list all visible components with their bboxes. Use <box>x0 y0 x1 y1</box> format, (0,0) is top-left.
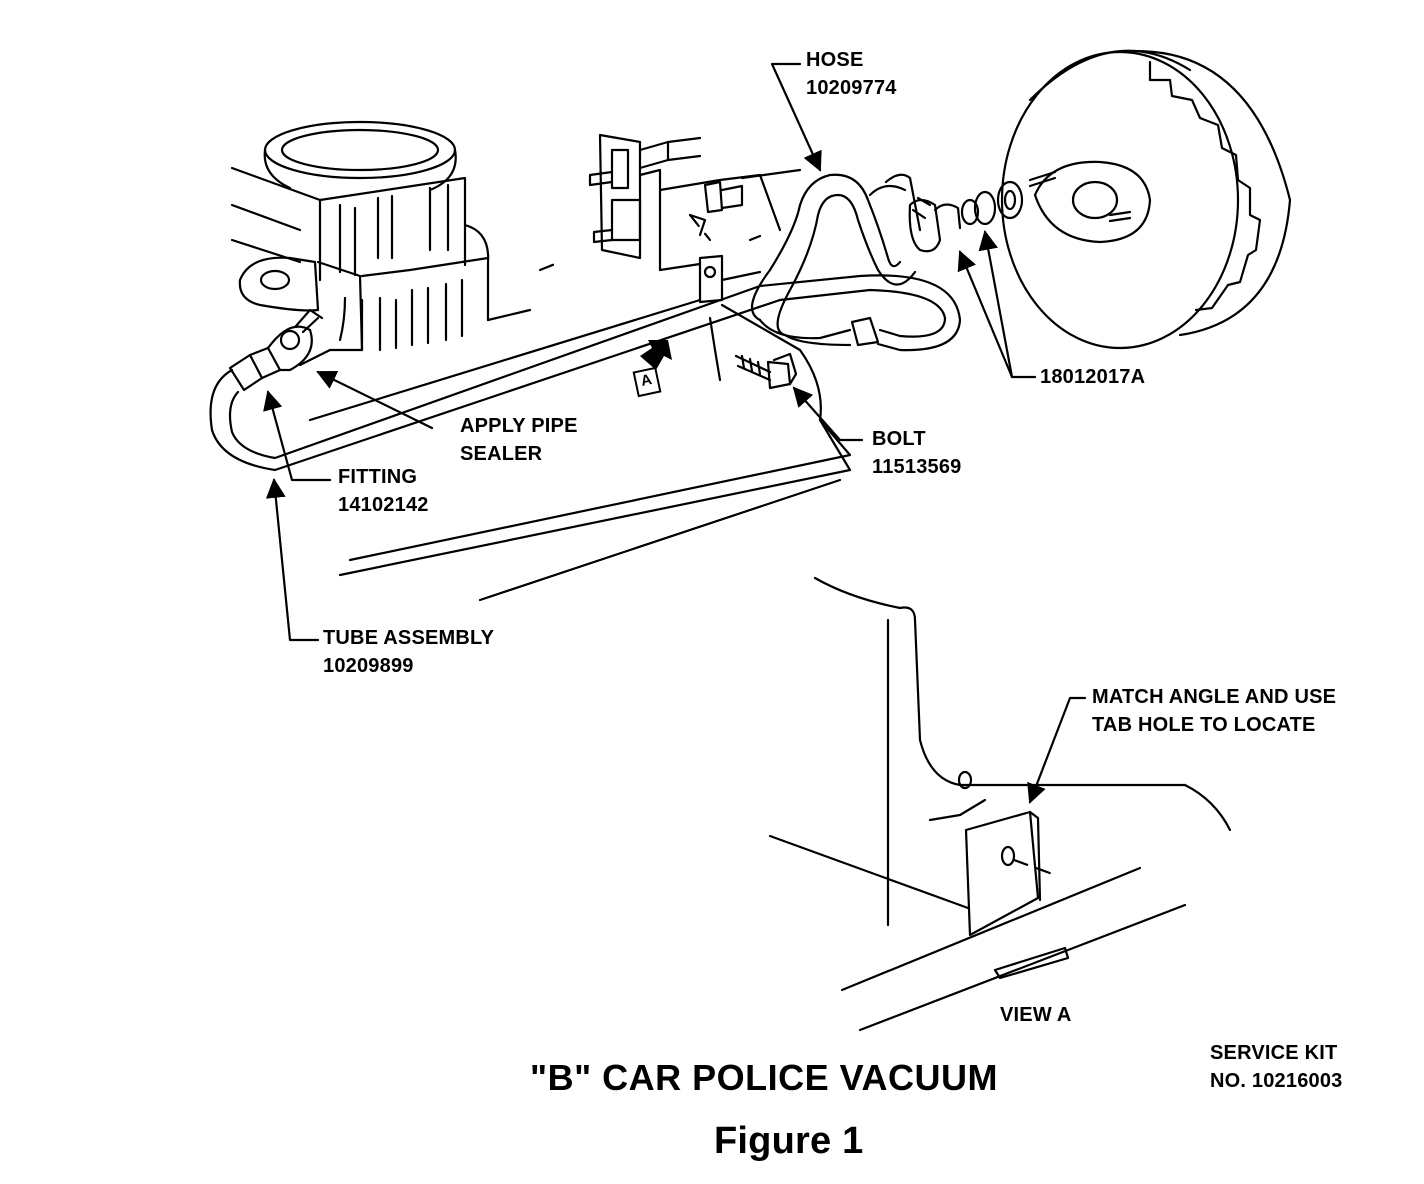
view-a-arrow <box>632 340 672 398</box>
apply-pipe-sealer-label-line1: APPLY PIPE <box>460 415 578 437</box>
diagram-title: "B" CAR POLICE VACUUM <box>530 1057 998 1098</box>
bolt <box>734 352 798 390</box>
apply-pipe-sealer-label-line2: SEALER <box>460 443 543 465</box>
tube-assembly-part-number: 10209899 <box>323 655 414 677</box>
service-kit-number: NO. 10216003 <box>1210 1070 1343 1092</box>
bolt-label: BOLT <box>872 428 926 450</box>
fitting-part-number: 14102142 <box>338 494 429 516</box>
tube-assembly <box>209 274 962 472</box>
view-a-inset <box>768 576 1232 1032</box>
hose-label: HOSE <box>806 49 864 71</box>
view-a-label: VIEW A <box>1000 1004 1072 1026</box>
bracket-rail <box>308 213 852 602</box>
brake-booster <box>1000 49 1292 350</box>
elbow-grommet <box>908 180 1024 253</box>
figure-caption: Figure 1 <box>714 1120 864 1162</box>
tube-assembly-label: TUBE ASSEMBLY <box>323 627 495 649</box>
match-angle-label-line1: MATCH ANGLE AND USE <box>1092 686 1337 708</box>
service-kit-label: SERVICE KIT <box>1210 1042 1338 1064</box>
throttle-body <box>588 133 802 272</box>
hose-part-number: 10209774 <box>806 77 897 99</box>
grommet-part-number: 18012017A <box>1040 366 1146 388</box>
leader-lines <box>263 62 1087 804</box>
match-angle-label-line2: TAB HOLE TO LOCATE <box>1092 714 1316 736</box>
hose <box>750 173 922 347</box>
fitting-label: FITTING <box>338 466 418 488</box>
engine-block <box>230 120 562 367</box>
bolt-part-number: 11513569 <box>872 456 962 478</box>
